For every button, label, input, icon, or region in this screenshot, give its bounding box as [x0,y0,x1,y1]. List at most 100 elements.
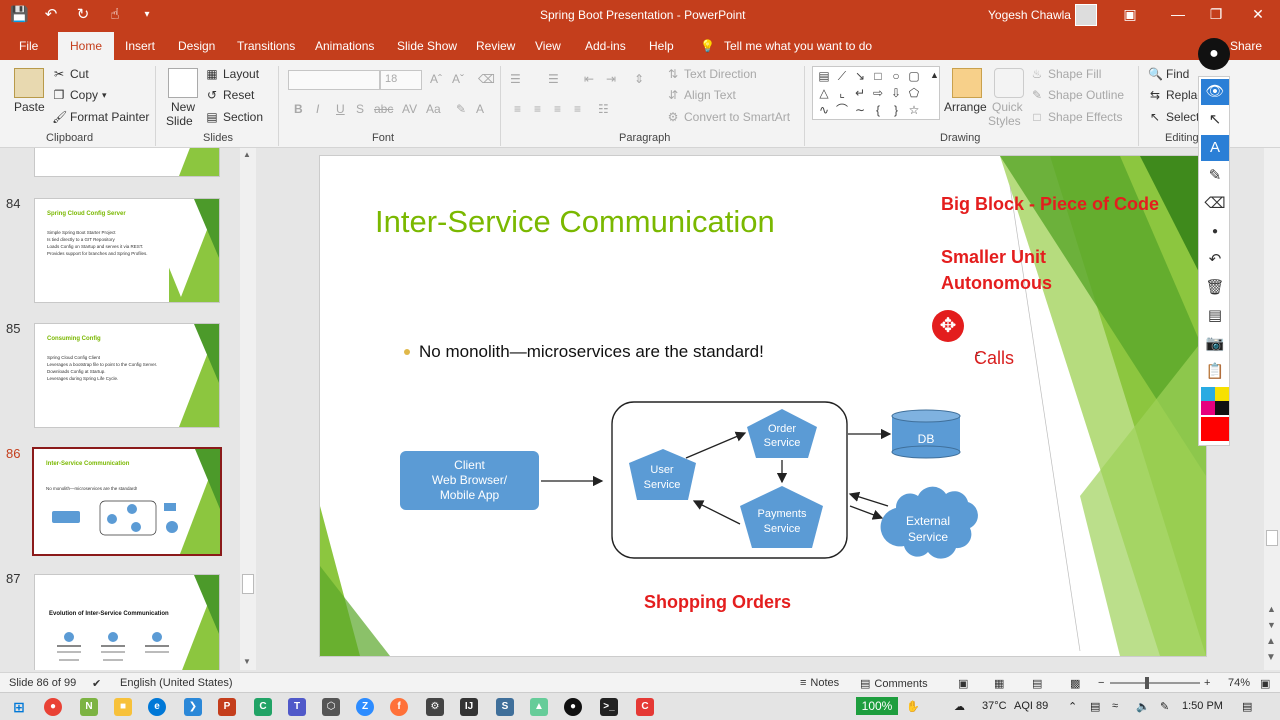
section-button[interactable]: ▤Section [206,110,264,124]
star-shape-icon[interactable]: ☆ [908,103,920,117]
zoom-slider-thumb[interactable] [1145,677,1149,689]
bent-arrow-icon[interactable]: ↵ [854,86,866,100]
undo-ink-icon[interactable]: ↶ [1208,251,1222,268]
line-shape-icon[interactable]: ⟋ [837,69,847,83]
ink-tool-logo-icon[interactable]: ● [1198,38,1230,70]
air-quality[interactable]: AQI 89 [1014,700,1049,712]
rectangle-shape-icon[interactable]: □ [874,69,882,83]
file-explorer-icon[interactable]: ■ [114,698,132,716]
note-autonomous[interactable]: Autonomous [941,273,1052,293]
battery-indicator[interactable]: 100% [856,697,898,715]
pen-icon[interactable]: ✎ [1208,167,1222,184]
tab-home[interactable]: Home [58,32,115,60]
tab-help[interactable]: Help [649,39,674,53]
eraser-icon[interactable]: ⌫ [1204,195,1226,212]
color-yellow-swatch[interactable] [1215,387,1229,401]
weather-icon[interactable]: ☁ [954,701,965,713]
minimize-icon[interactable]: — [1171,6,1185,22]
tab-slide-show[interactable]: Slide Show [397,39,458,53]
slide-title[interactable]: Inter-Service Communication [375,204,775,239]
tab-design[interactable]: Design [178,39,216,53]
quick-styles-icon[interactable] [994,68,1024,98]
tab-view[interactable]: View [535,39,561,53]
tab-file[interactable]: File [19,39,39,53]
spellcheck-icon[interactable]: ✔ [92,678,102,690]
wifi-icon[interactable]: ≈ [1112,700,1119,712]
elbow-connector-icon[interactable]: ⌞ [839,86,845,100]
replace-button[interactable]: ⇆Replac [1149,88,1204,102]
chrome-icon[interactable]: ● [44,698,62,716]
align-right-icon[interactable]: ≡ [554,102,562,116]
columns-icon[interactable]: ☷ [598,102,609,116]
zoom-slider-track[interactable] [1110,682,1200,684]
reset-button[interactable]: ↺Reset [206,88,255,102]
zoom-in-icon[interactable]: + [1204,677,1211,689]
zoom-app-icon[interactable]: Z [356,698,374,716]
whiteboard-icon[interactable]: ▤ [1207,307,1223,324]
bullets-icon[interactable]: ☰ [510,72,521,86]
app-c-icon[interactable]: C [636,698,654,716]
quick-styles-dropdown[interactable]: Styles [988,114,1021,128]
fit-slide-icon[interactable]: ▣ [1260,678,1271,690]
next-slide-icon[interactable]: ▼ [1266,652,1276,663]
slide-canvas[interactable]: Inter-Service Communication No monolith—… [320,156,1206,656]
new-slide-button[interactable]: New [171,100,196,114]
windows-start-icon[interactable]: ⊞ [13,699,25,715]
zoom-out-icon[interactable]: − [1098,677,1105,689]
pointer-icon[interactable]: ↖ [1208,111,1222,128]
color-black-swatch[interactable] [1215,401,1229,415]
shapes-gallery[interactable]: ▤ ⟋ ↘ □ ○ ▢ △ ⌞ ↵ ⇨ ⇩ ⬠ ∿ ⌒ ∼ { } ☆ [812,66,940,120]
copy-button[interactable]: ❐Copy▾ [53,88,107,102]
clock[interactable]: 1:50 PM [1182,700,1223,712]
reading-view-icon[interactable]: ▤ [1032,678,1043,690]
intellij-icon[interactable]: IJ [460,698,478,716]
box-app-icon[interactable]: ⬡ [322,698,340,716]
arrow-shape-icon[interactable]: ↘ [854,69,866,83]
text-direction-button[interactable]: ⇅Text Direction [667,67,757,81]
strikethrough-icon[interactable]: abc [374,102,394,116]
temperature[interactable]: 37°C [982,700,1007,712]
arrange-icon[interactable] [952,68,982,98]
share-button[interactable]: Share [1230,39,1263,53]
tell-me-search[interactable]: Tell me what you want to do [724,39,873,53]
font-size-input[interactable]: 18 [380,70,422,90]
thumbnail-scrollbar[interactable] [240,148,256,670]
quick-styles-button[interactable]: Quick [992,100,1023,114]
avatar[interactable] [1075,4,1097,26]
triangle-shape-icon[interactable]: △ [819,86,829,100]
note-big-block[interactable]: Big Block - Piece of Code [941,194,1160,214]
arrange-button[interactable]: Arrange [944,100,987,114]
new-slide-icon[interactable] [168,68,198,98]
tool-icon[interactable]: ▲ [530,698,548,716]
notes-button[interactable]: ≡Notes [800,677,840,689]
arc-shape-icon[interactable]: ⌒ [835,103,848,117]
font-name-input[interactable] [288,70,380,90]
align-text-button[interactable]: ⇵Align Text [667,88,736,102]
camtasia-icon[interactable]: C [254,698,272,716]
cut-button[interactable]: ✂Cut [53,67,89,81]
sts-icon[interactable]: S [496,698,514,716]
close-icon[interactable]: ✕ [1252,6,1264,22]
shadow-icon[interactable]: S [356,102,365,116]
find-button[interactable]: 🔍Find [1148,67,1190,81]
comments-button[interactable]: ▤Comments [860,677,928,691]
numbering-icon[interactable]: ☰ [548,72,559,86]
brush-size-icon[interactable]: ● [1211,226,1219,237]
language-indicator[interactable]: English (United States) [120,677,233,689]
color-cyan-swatch[interactable] [1201,387,1215,401]
underline-icon[interactable]: U [336,102,345,116]
text-box-shape-icon[interactable]: ▤ [818,69,830,83]
clipboard-icon[interactable]: 📋 [1205,363,1225,380]
scroll-up-icon[interactable]: ▲ [1267,604,1276,614]
change-case-icon[interactable]: Aa [426,102,441,116]
align-left-icon[interactable]: ≡ [514,102,522,116]
curve-shape-icon[interactable]: ∿ [818,103,830,117]
scroll-down-icon[interactable]: ▼ [243,657,251,666]
slide-bullet-text[interactable]: No monolith—microservices are the standa… [419,342,764,361]
chevron-up-icon[interactable]: ⌃ [1068,701,1078,713]
user-name[interactable]: Yogesh Chawla [988,8,1071,22]
powerpoint-icon[interactable]: P [218,698,236,716]
undo-icon[interactable]: ↶ [44,6,58,23]
scroll-up-icon[interactable]: ▲ [243,150,251,159]
align-center-icon[interactable]: ≡ [534,102,542,116]
